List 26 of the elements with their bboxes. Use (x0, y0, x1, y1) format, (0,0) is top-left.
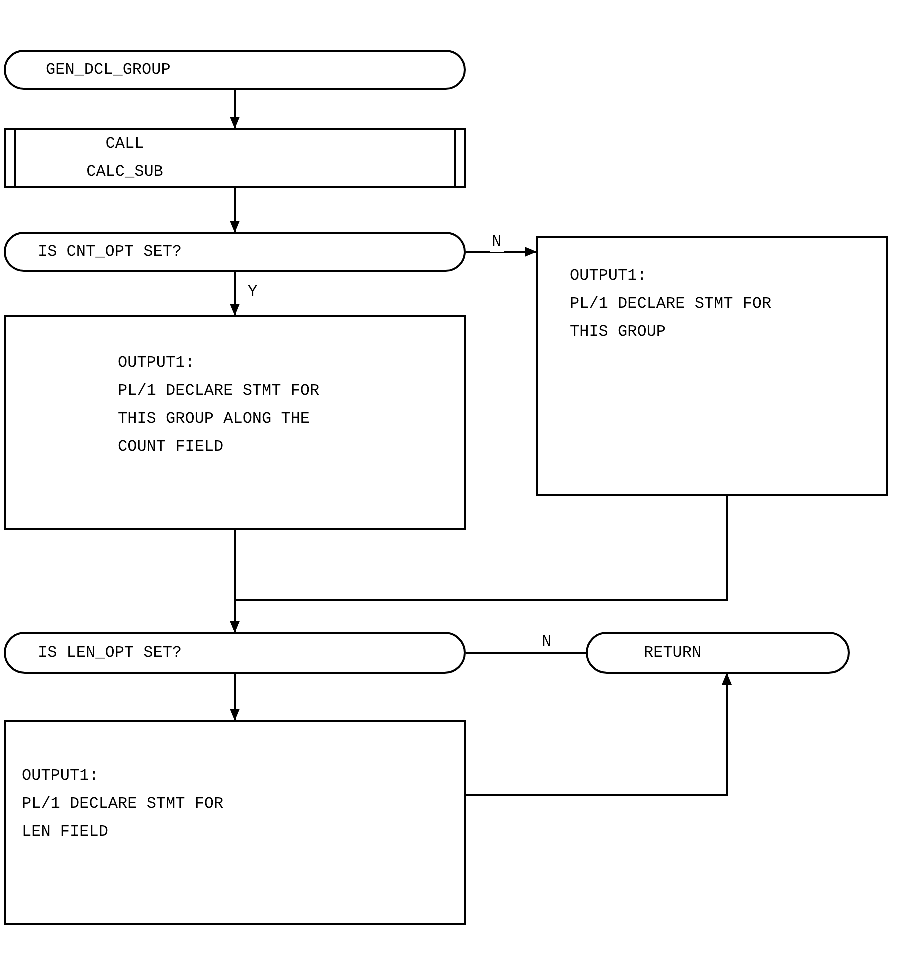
terminal-shape (586, 632, 850, 674)
process-box (536, 236, 888, 496)
arrow (466, 247, 537, 257)
arrow (230, 272, 240, 316)
box-text: RETURN (644, 643, 702, 664)
box-text: GEN_DCL_GROUP (46, 60, 171, 81)
box-text: PL/1 DECLARE STMT FOR THIS GROUP ALONG THE COUNT FIELD (118, 381, 321, 458)
box-text: IS CNT_OPT SET? (38, 242, 182, 263)
process-box (4, 720, 466, 925)
terminal-shape (4, 50, 466, 90)
box-text: PL/1 DECLARE STMT FOR THIS GROUP (570, 294, 773, 343)
process-box (4, 315, 466, 530)
arrow (466, 673, 732, 796)
box-text: CALL CALC_SUB (86, 134, 164, 183)
box-text: PL/1 DECLARE STMT FOR LEN FIELD (22, 794, 225, 843)
arrow (230, 188, 240, 233)
box-heading: OUTPUT1: (22, 766, 100, 787)
box-text: IS LEN_OPT SET? (38, 643, 182, 664)
arrow (230, 674, 240, 721)
terminal-shape (4, 632, 466, 674)
arrow (230, 496, 728, 633)
box-heading: OUTPUT1: (118, 353, 196, 374)
box-heading: OUTPUT1: (570, 266, 648, 287)
arrow (230, 90, 240, 129)
terminal-shape (4, 232, 466, 272)
subroutine-box (4, 128, 466, 188)
